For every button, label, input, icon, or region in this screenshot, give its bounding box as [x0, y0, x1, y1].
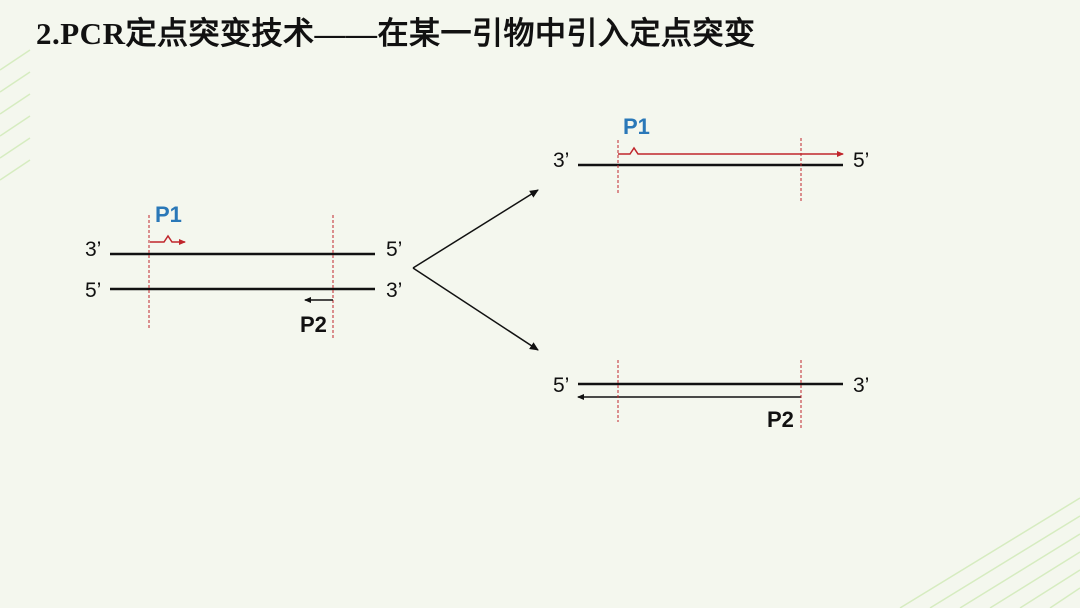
left-top-left-end: 3’	[85, 238, 101, 261]
right-top-left-end: 3’	[553, 149, 569, 172]
right-bottom-right-end: 3’	[853, 374, 869, 397]
right-top-p1-label: P1	[623, 114, 650, 139]
branch-arrow-down	[412, 267, 539, 351]
corner-stripes-top-left	[0, 49, 31, 181]
corner-stripes-bottom-right	[899, 497, 1080, 608]
left-p1-primer-arrow	[150, 234, 186, 245]
slide-title: 2.PCR定点突变技术——在某一引物中引入定点突变	[36, 16, 756, 51]
right-top-right-end: 5’	[853, 149, 869, 172]
left-top-right-end: 5’	[386, 238, 402, 261]
right-bottom-left-end: 5’	[553, 374, 569, 397]
right-bottom-product: P2 5’ 3’	[553, 360, 869, 432]
left-p1-label: P1	[155, 202, 182, 227]
right-bottom-p2-label: P2	[767, 407, 794, 432]
right-top-p1-extension	[618, 146, 844, 157]
branch-arrow-up	[412, 189, 539, 269]
left-duplex: P1 P2 3’ 5’ 5’ 3’	[85, 202, 402, 340]
left-bottom-left-end: 5’	[85, 279, 101, 302]
right-top-product: P1 3’ 5’	[553, 114, 869, 202]
left-p2-label: P2	[300, 312, 327, 337]
left-bottom-right-end: 3’	[386, 279, 402, 302]
